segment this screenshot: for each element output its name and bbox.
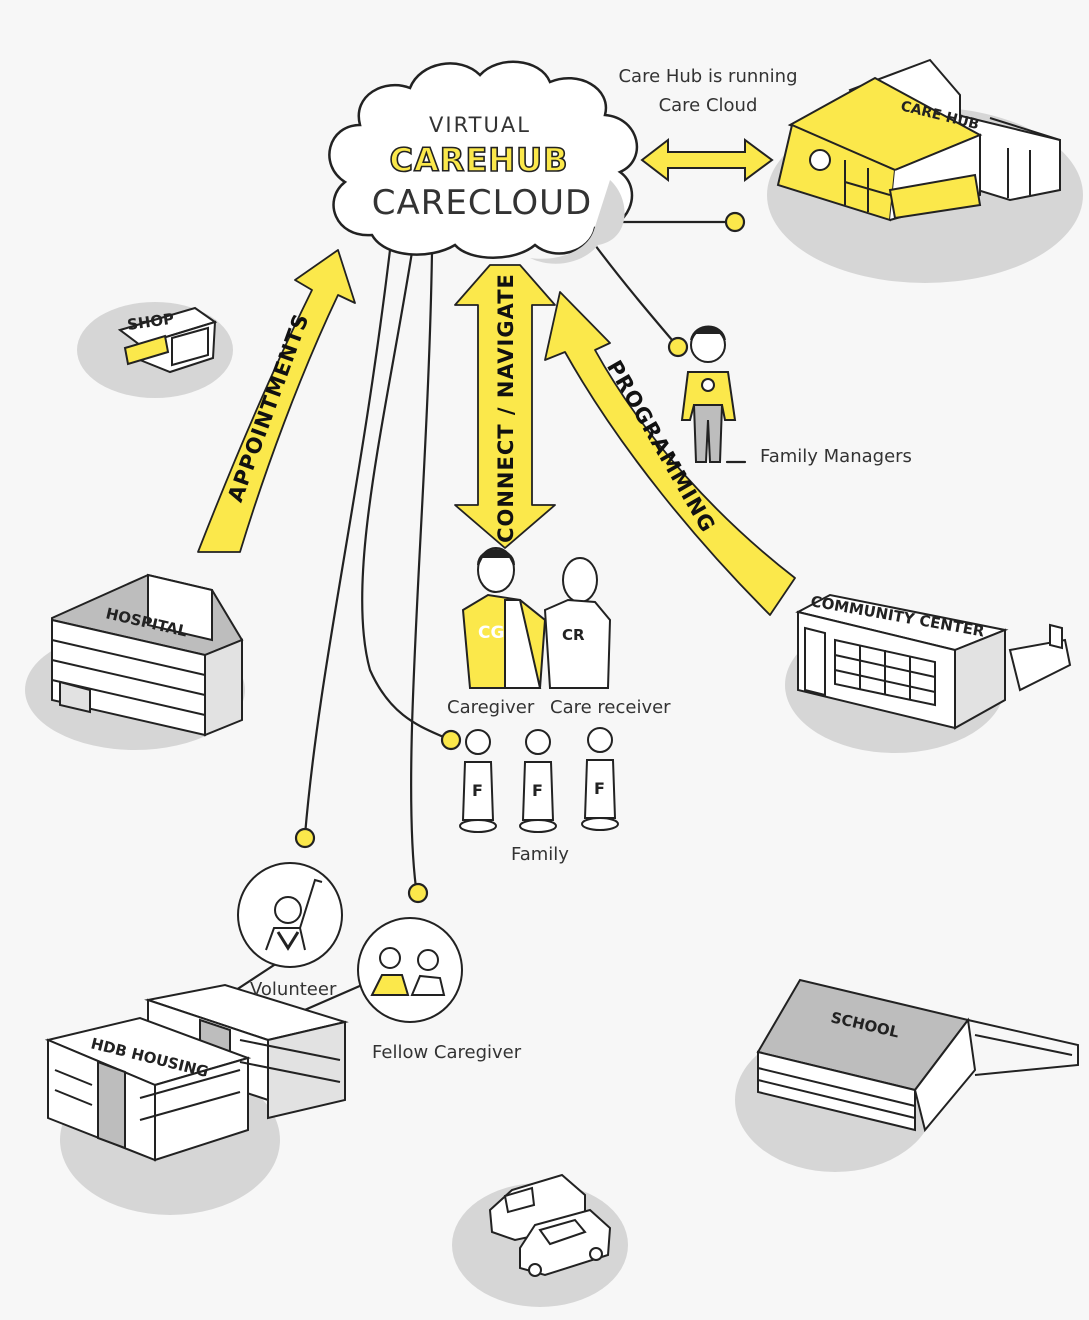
family-member-1: F xyxy=(459,729,497,833)
family-badge-1: F xyxy=(472,781,483,800)
connect-navigate-arrow: CONNECT / NAVIGATE xyxy=(454,264,556,549)
cg-badge: CG xyxy=(478,623,504,643)
family-badge-3: F xyxy=(594,779,605,798)
hospital-building: HOSPITAL xyxy=(51,573,244,737)
family-member-3: F xyxy=(581,727,619,831)
family-badge-2: F xyxy=(532,781,543,800)
family-member-2: F xyxy=(519,729,557,833)
family-figures: F F F xyxy=(459,727,619,833)
connector-dots xyxy=(294,211,746,904)
ambulance-and-car xyxy=(488,1173,612,1277)
care-receiver-label: Care receiver xyxy=(550,697,671,718)
community-center-building: COMMUNITY CENTER xyxy=(795,592,1072,730)
appointments-label: APPOINTMENTS xyxy=(223,310,314,505)
cloud-carecloud: CARECLOUD xyxy=(372,183,592,223)
hdb-housing-building: HDB HOUSING xyxy=(44,983,349,1162)
fellow-caregiver-label: Fellow Caregiver xyxy=(372,1042,522,1063)
family-label: Family xyxy=(511,844,569,865)
volunteer-bubble xyxy=(237,862,343,968)
connect-navigate-label: CONNECT / NAVIGATE xyxy=(494,273,518,543)
caregiver-pair-figure: CG CR xyxy=(461,547,612,689)
fellow-caregiver-bubble xyxy=(357,917,463,1023)
carehub-caption-2: Care Cloud xyxy=(659,95,758,116)
cloud-virtual: VIRTUAL xyxy=(429,113,531,137)
family-managers-label: Family Managers xyxy=(760,446,912,467)
carehub-building: CARE HUB xyxy=(776,58,1061,222)
caregiver-label: Caregiver xyxy=(447,697,535,718)
carehub-caption-1: Care Hub is running xyxy=(618,66,797,87)
volunteer-label: Volunteer xyxy=(250,979,337,1000)
school-building: SCHOOL xyxy=(756,978,1079,1133)
cr-badge: CR xyxy=(562,626,585,644)
appointments-arrow: APPOINTMENTS xyxy=(197,249,356,553)
virtual-carehub-cloud: VIRTUAL CAREHUB CARECLOUD xyxy=(328,60,638,264)
cloud-carehub: CAREHUB xyxy=(390,141,569,179)
sync-double-arrow xyxy=(640,137,774,183)
family-manager-figure xyxy=(680,325,737,463)
shop-building: SHOP xyxy=(117,306,218,374)
